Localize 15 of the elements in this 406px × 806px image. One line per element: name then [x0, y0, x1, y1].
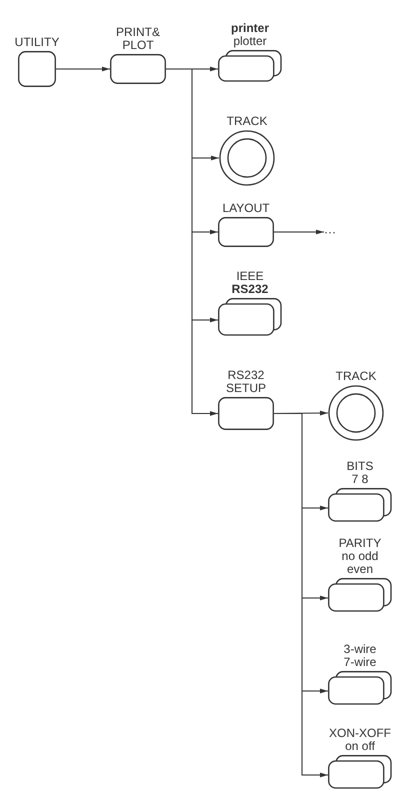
key-label: 3-wire 7-wire	[342, 643, 378, 669]
key-label: XON-XOFF on off	[328, 727, 392, 753]
key-label: TRACK	[334, 370, 378, 383]
arrow	[274, 230, 324, 234]
key-label: RS232 SETUP	[224, 369, 267, 395]
key-label: printer plotter	[230, 22, 270, 48]
key-label: TRACK	[226, 115, 268, 128]
key-label: IEEE RS232	[230, 270, 270, 296]
continuation-text: ···	[324, 226, 337, 238]
arrow	[56, 66, 110, 72]
key-label: UTILITY	[14, 36, 60, 49]
key-label: BITS 7 8	[346, 460, 374, 486]
key-label: PARITY no odd even	[338, 537, 382, 576]
key-label: PRINT& PLOT	[114, 26, 161, 52]
key-label: LAYOUT	[221, 202, 271, 215]
